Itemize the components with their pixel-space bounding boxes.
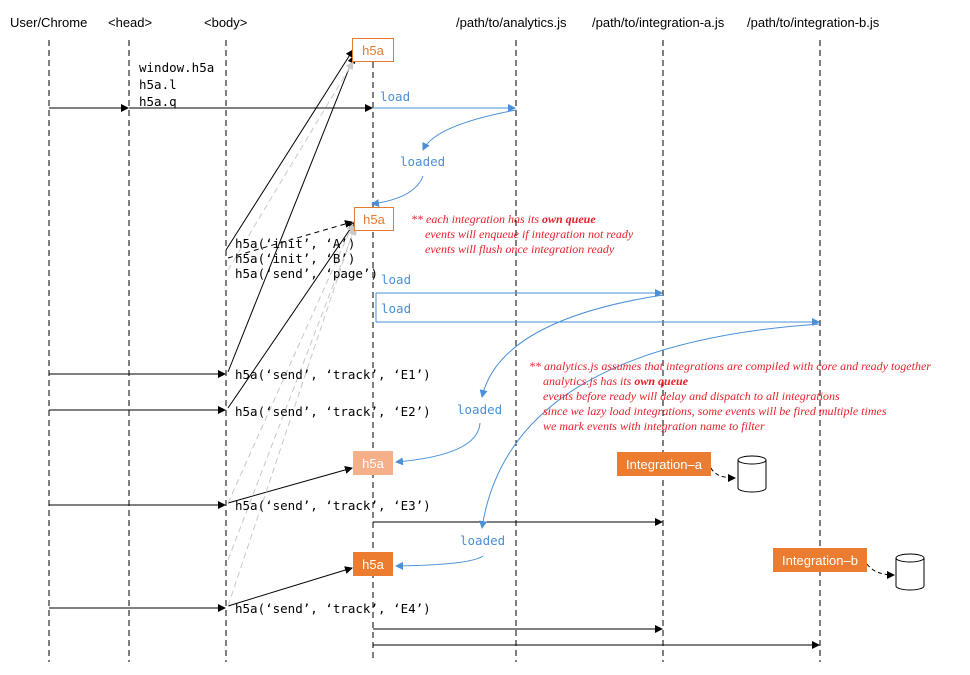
- note-integration-queue-title: ** each integration has its own queue: [411, 212, 596, 227]
- lifeline-label-body: <body>: [204, 15, 248, 30]
- lifeline-label-integration-a: /path/to/integration-a.js: [592, 15, 725, 30]
- lifeline-label-analytics: /path/to/analytics.js: [456, 15, 567, 30]
- gray-arrow-2: [227, 223, 354, 504]
- note-line: events before ready will delay and dispa…: [543, 389, 840, 403]
- track-call-e3: h5a(‘send’, ‘track’, ‘E3’): [235, 498, 431, 513]
- note-line: events will flush once integration ready: [425, 242, 615, 256]
- note-line: we mark events with integration name to …: [543, 419, 765, 433]
- track-call-e2: h5a(‘send’, ‘track’, ‘E2’): [235, 404, 431, 419]
- arrow-init-a-to-h5a: [225, 49, 354, 251]
- lifeline-label-head: <head>: [108, 15, 153, 30]
- arrow-e1-to-h5a: [227, 55, 356, 373]
- arrow-e4-to-h5a: [227, 566, 353, 607]
- loaded-label-integration-b: loaded: [460, 533, 506, 548]
- lifeline-label-integration-b: /path/to/integration-b.js: [747, 15, 880, 30]
- h5a-box-3: h5a: [353, 451, 393, 475]
- note-analytics-queue-title: ** analytics.js assumes that integration…: [529, 359, 931, 373]
- gray-arrow-1: [227, 61, 354, 271]
- note-text: ** each integration has its: [411, 212, 542, 226]
- h5a-box-1: h5a: [352, 38, 394, 62]
- curve-loaded-to-h5a: [371, 175, 424, 207]
- arrow-init-b-to-h5a: [227, 220, 353, 259]
- track-call-e4: h5a(‘send’, ‘track’, ‘E4’): [235, 601, 431, 616]
- curve-analytics-loaded: [422, 109, 517, 151]
- arrow-e3-to-h5a: [227, 466, 353, 504]
- curve-integration-a-loaded: [479, 294, 664, 398]
- connector-integration-a-db: [710, 467, 736, 482]
- note-emphasis: own queue: [542, 212, 596, 226]
- head-code-line: h5a.l: [139, 77, 177, 92]
- body-init-line: h5a(‘init’, ‘B’): [235, 251, 356, 266]
- note-text: analytics.js has its: [543, 374, 635, 388]
- load-label-analytics: load: [380, 89, 411, 104]
- body-init-line: h5a(‘init’, ‘A’): [235, 236, 356, 251]
- body-init-line: h5a(‘send’, ‘page’): [235, 266, 378, 281]
- note-line: since we lazy load integrations, some ev…: [543, 404, 887, 418]
- gray-arrow-3: [227, 225, 357, 607]
- curve-integration-b-loaded: [479, 323, 821, 529]
- loaded-label-integration-a: loaded: [457, 402, 503, 417]
- database-icon-b: [895, 553, 925, 591]
- h5a-box-4: h5a: [353, 552, 393, 576]
- h5a-box-2: h5a: [354, 207, 394, 231]
- track-call-e1: h5a(‘send’, ‘track’, ‘E1’): [235, 367, 431, 382]
- curve-loaded-to-h5a-3: [395, 422, 481, 466]
- loaded-label-analytics: loaded: [400, 154, 446, 169]
- arrow-e2-to-h5a: [227, 221, 356, 409]
- note-emphasis: own queue: [634, 374, 689, 388]
- load-label-integration-b: load: [381, 301, 412, 316]
- database-icon-a: [737, 455, 767, 493]
- connector-integration-b-db: [866, 563, 895, 579]
- note-line: analytics.js has its own queue: [543, 374, 688, 389]
- integration-a-box: Integration–a: [617, 452, 711, 476]
- head-code-line: window.h5a: [139, 60, 215, 75]
- integration-b-box: Integration–b: [773, 548, 867, 572]
- curve-loaded-to-h5a-4: [395, 555, 484, 570]
- note-line: events will enqueue if integration not r…: [425, 227, 634, 241]
- lifeline-label-user: User/Chrome: [10, 15, 88, 30]
- load-label-integration-a: load: [381, 272, 412, 287]
- head-code-line: h5a.q: [139, 94, 177, 109]
